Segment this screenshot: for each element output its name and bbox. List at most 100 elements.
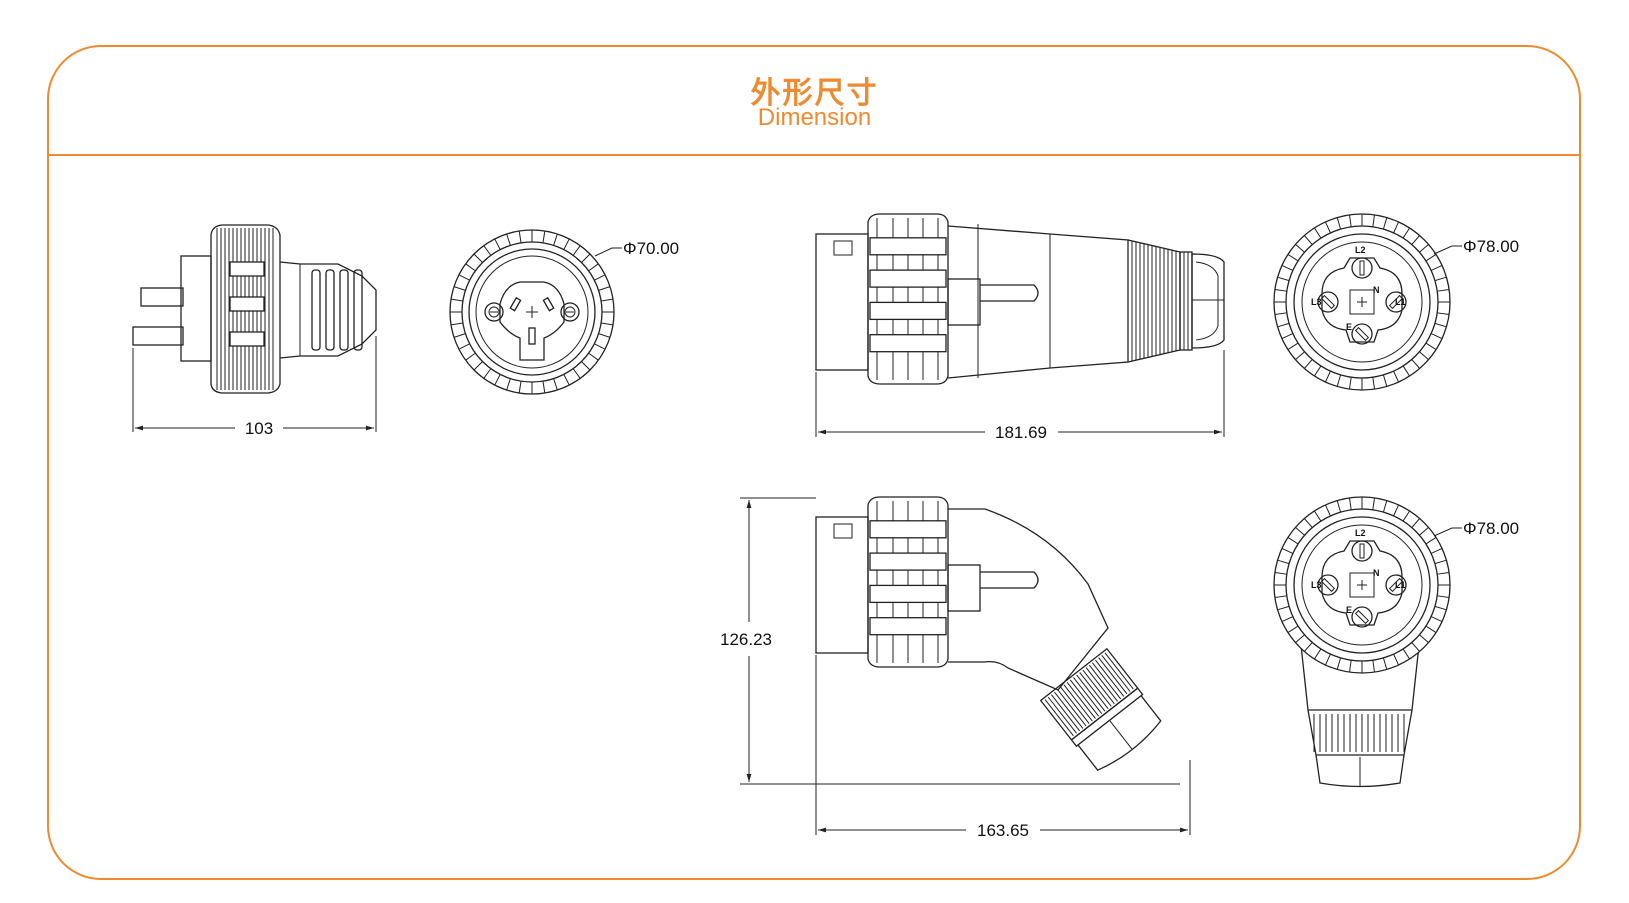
pin-label-l2: L2 xyxy=(1355,245,1366,255)
tooth xyxy=(473,253,483,263)
tooth xyxy=(1425,537,1437,545)
dim-angled-height: 126.23 xyxy=(720,630,772,649)
tooth xyxy=(1303,642,1313,652)
tooth xyxy=(1434,605,1447,611)
tooth xyxy=(598,286,611,291)
tooth xyxy=(563,374,570,386)
tooth xyxy=(1336,374,1342,387)
screw-slot xyxy=(1354,326,1370,342)
tooth xyxy=(1277,605,1290,611)
collar-band xyxy=(869,301,947,321)
page-title-en: Dimension xyxy=(757,104,872,131)
tooth xyxy=(581,253,591,263)
tooth xyxy=(1425,342,1437,350)
tooth xyxy=(1274,288,1287,292)
tooth xyxy=(1281,333,1294,340)
tooth xyxy=(594,343,606,350)
dim-plug-length: 103 xyxy=(245,419,273,438)
tooth xyxy=(553,233,558,246)
screw-terminal xyxy=(1317,291,1339,313)
gland-rib xyxy=(1076,674,1106,712)
tooth xyxy=(1434,276,1447,282)
tooth xyxy=(1419,526,1429,536)
tooth xyxy=(1382,657,1388,670)
tooth xyxy=(1274,571,1287,575)
collar-band xyxy=(869,552,947,571)
tooth xyxy=(553,378,558,391)
gland-rib xyxy=(1050,694,1081,732)
angled-connector-side-view: 126.23 163.65 xyxy=(720,496,1191,840)
tooth xyxy=(494,374,501,386)
tooth xyxy=(1425,254,1437,262)
tooth xyxy=(1430,547,1443,554)
handle-rib xyxy=(311,269,321,351)
gland-rib xyxy=(1101,654,1131,692)
tooth xyxy=(506,378,511,391)
page-title-cn: 外形尺寸 xyxy=(750,76,879,111)
tooth xyxy=(1348,377,1352,390)
tooth xyxy=(1437,571,1450,575)
tooth xyxy=(1348,660,1352,673)
pin-label-l1: L1 xyxy=(1395,580,1406,590)
tooth xyxy=(1303,235,1313,245)
tooth xyxy=(1277,559,1290,565)
tooth xyxy=(1430,333,1443,340)
center-square xyxy=(1349,572,1375,598)
tooth xyxy=(450,322,463,326)
gland-rib xyxy=(1082,669,1112,707)
tooth xyxy=(1382,374,1388,387)
collar-band xyxy=(869,334,947,353)
tooth xyxy=(1393,221,1400,234)
rib-slot xyxy=(229,331,265,347)
tooth xyxy=(1281,264,1294,271)
straight-connector-front-view: Φ78.00 xyxy=(1273,213,1519,391)
tooth xyxy=(1411,518,1421,528)
tooth xyxy=(1402,365,1410,377)
tooth xyxy=(1287,254,1299,262)
tooth xyxy=(1402,648,1410,660)
pin-label-l3: L3 xyxy=(1311,580,1322,590)
tooth xyxy=(1295,351,1305,361)
tooth xyxy=(1274,312,1287,316)
handle-rib xyxy=(339,269,349,351)
tooth xyxy=(518,381,522,394)
tooth xyxy=(1372,660,1376,673)
screw-slot xyxy=(1388,577,1404,593)
gland-rib xyxy=(1095,659,1125,697)
tooth xyxy=(1402,510,1410,522)
tooth xyxy=(1314,227,1322,239)
gland-rib xyxy=(1044,699,1074,737)
tooth xyxy=(458,274,470,281)
gland-rib xyxy=(1079,672,1109,710)
screw-slot xyxy=(1359,543,1365,559)
tooth xyxy=(601,322,614,326)
tooth xyxy=(1287,625,1299,633)
tooth xyxy=(1419,243,1429,253)
tooth xyxy=(483,245,492,256)
screw-terminal xyxy=(1351,540,1373,562)
handle-rib xyxy=(325,269,335,351)
collar-band xyxy=(869,520,947,539)
tooth xyxy=(1393,653,1400,666)
tooth xyxy=(1274,595,1287,599)
dim-plug-diameter: Φ70.00 xyxy=(623,239,679,258)
gland-rib xyxy=(1091,662,1122,700)
gland-rib xyxy=(1073,677,1103,714)
tooth xyxy=(572,245,581,256)
tooth xyxy=(1324,504,1331,517)
plug-front-view: Φ70.00 xyxy=(449,229,679,395)
screw-terminal xyxy=(1385,574,1407,596)
tooth xyxy=(1411,642,1421,652)
gland-rib xyxy=(1085,667,1115,705)
dim-angled-length: 163.65 xyxy=(977,821,1029,840)
tooth xyxy=(1281,616,1294,623)
gland-rib xyxy=(1066,682,1096,719)
tooth xyxy=(450,298,463,302)
tooth xyxy=(1303,518,1313,528)
screw-terminal xyxy=(1351,323,1373,345)
tooth xyxy=(1324,370,1331,383)
gland-rib xyxy=(1047,696,1077,734)
tooth xyxy=(572,368,581,379)
tooth xyxy=(1393,370,1400,383)
pin-label-l2: L2 xyxy=(1355,528,1366,538)
